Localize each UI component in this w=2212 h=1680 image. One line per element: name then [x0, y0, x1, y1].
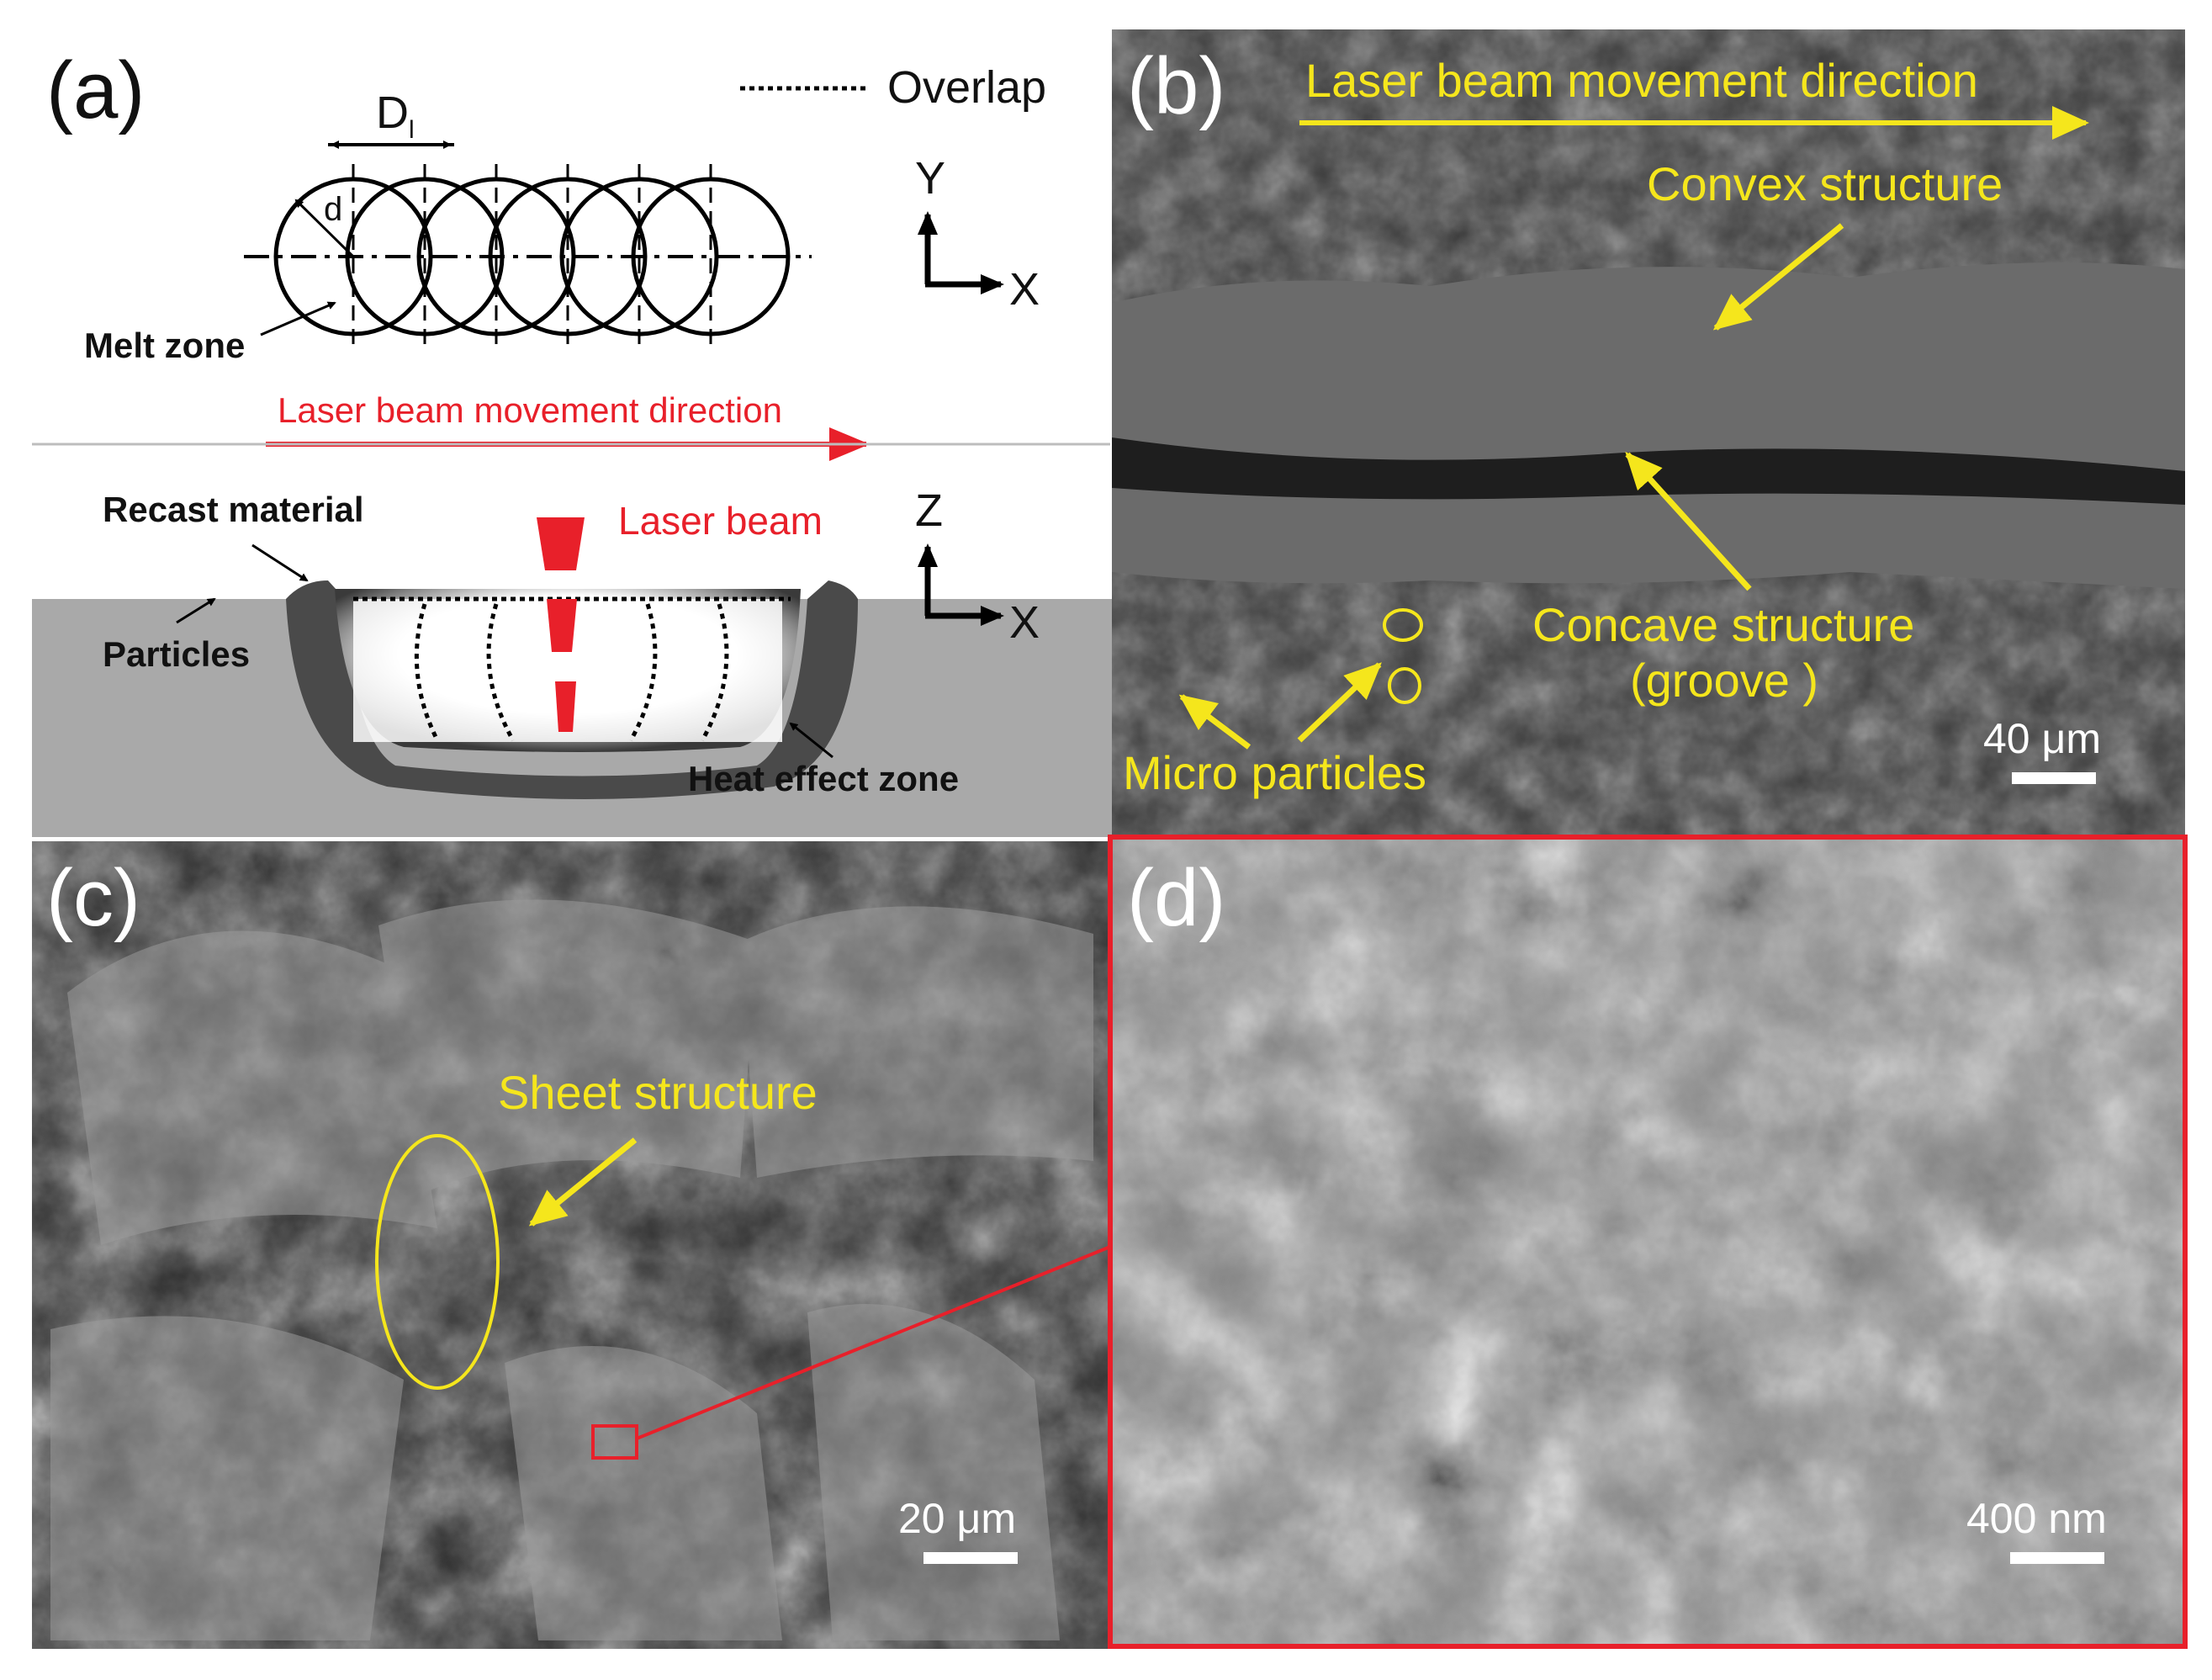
panel-d-frame	[1108, 835, 2188, 1649]
zoom-region-marker	[591, 1424, 638, 1460]
direction-label-b: Laser beam movement direction	[1305, 54, 1978, 107]
laser-beam-shape	[537, 517, 585, 732]
recast-material-label: Recast material	[103, 490, 364, 529]
top-axes: Y X	[915, 153, 1040, 315]
direction-label-a: Laser beam movement direction	[278, 390, 782, 430]
zoom-connector	[636, 1245, 1111, 1440]
melt-zone-label: Melt zone	[84, 326, 245, 365]
panel-b: (b) Laser beam movement direction Convex…	[1112, 29, 2185, 835]
scale-bar-b	[2012, 772, 2096, 784]
panel-b-label: (b)	[1127, 41, 1225, 131]
sheet-structure-label: Sheet structure	[498, 1066, 818, 1119]
laser-beam-label: Laser beam	[618, 499, 823, 543]
axis-z-label: Z	[915, 485, 943, 536]
panel-c-overlay: (c) Sheet structure 20 μm	[46, 853, 1111, 1564]
panel-c	[32, 841, 1119, 1649]
dl-label: Dl	[376, 87, 415, 144]
concave-label-1: Concave structure	[1532, 598, 1914, 651]
panel-d-label: (d)	[1127, 853, 1225, 943]
circle-ticks	[352, 164, 712, 349]
particles-label: Particles	[103, 634, 250, 674]
panel-a: (a) Overlap Dl d Melt zone	[32, 45, 1119, 837]
sheet-structure-marker	[375, 1134, 500, 1390]
sheet-structure-arrow	[528, 1137, 638, 1227]
convex-arrow	[1712, 223, 1844, 331]
scale-bar-c	[923, 1552, 1018, 1564]
overlap-legend-text: Overlap	[887, 62, 1046, 113]
concave-label-2: (groove )	[1630, 654, 1818, 707]
scale-bar-d-label: 400 nm	[1966, 1495, 2107, 1542]
panel-a-label: (a)	[46, 45, 145, 135]
ridge-band	[1112, 262, 2185, 589]
axis-x2-label: X	[1009, 597, 1040, 648]
radius-label: d	[324, 191, 342, 228]
micro-particle-marker-2	[1383, 608, 1423, 642]
scale-bar-b-label: 40 μm	[1983, 715, 2101, 762]
concave-arrow	[1625, 452, 1752, 591]
panel-d: (d) 400 nm	[1108, 835, 2188, 1649]
overlap-arcs	[414, 603, 729, 742]
radius-arrow	[294, 199, 355, 258]
bottom-axes: Z X	[915, 485, 1040, 648]
micro-particles-label: Micro particles	[1123, 746, 1426, 799]
melt-zone-pointer	[260, 301, 336, 337]
micro-particle-marker-1	[1388, 667, 1421, 704]
scale-bar-c-label: 20 μm	[898, 1495, 1016, 1542]
scale-bar-d	[2010, 1552, 2104, 1564]
axis-x-label: X	[1009, 264, 1040, 315]
panel-c-label: (c)	[46, 853, 140, 943]
heat-effect-zone-label: Heat effect zone	[688, 759, 959, 798]
axis-y-label: Y	[915, 153, 945, 204]
convex-label: Convex structure	[1647, 157, 2003, 210]
